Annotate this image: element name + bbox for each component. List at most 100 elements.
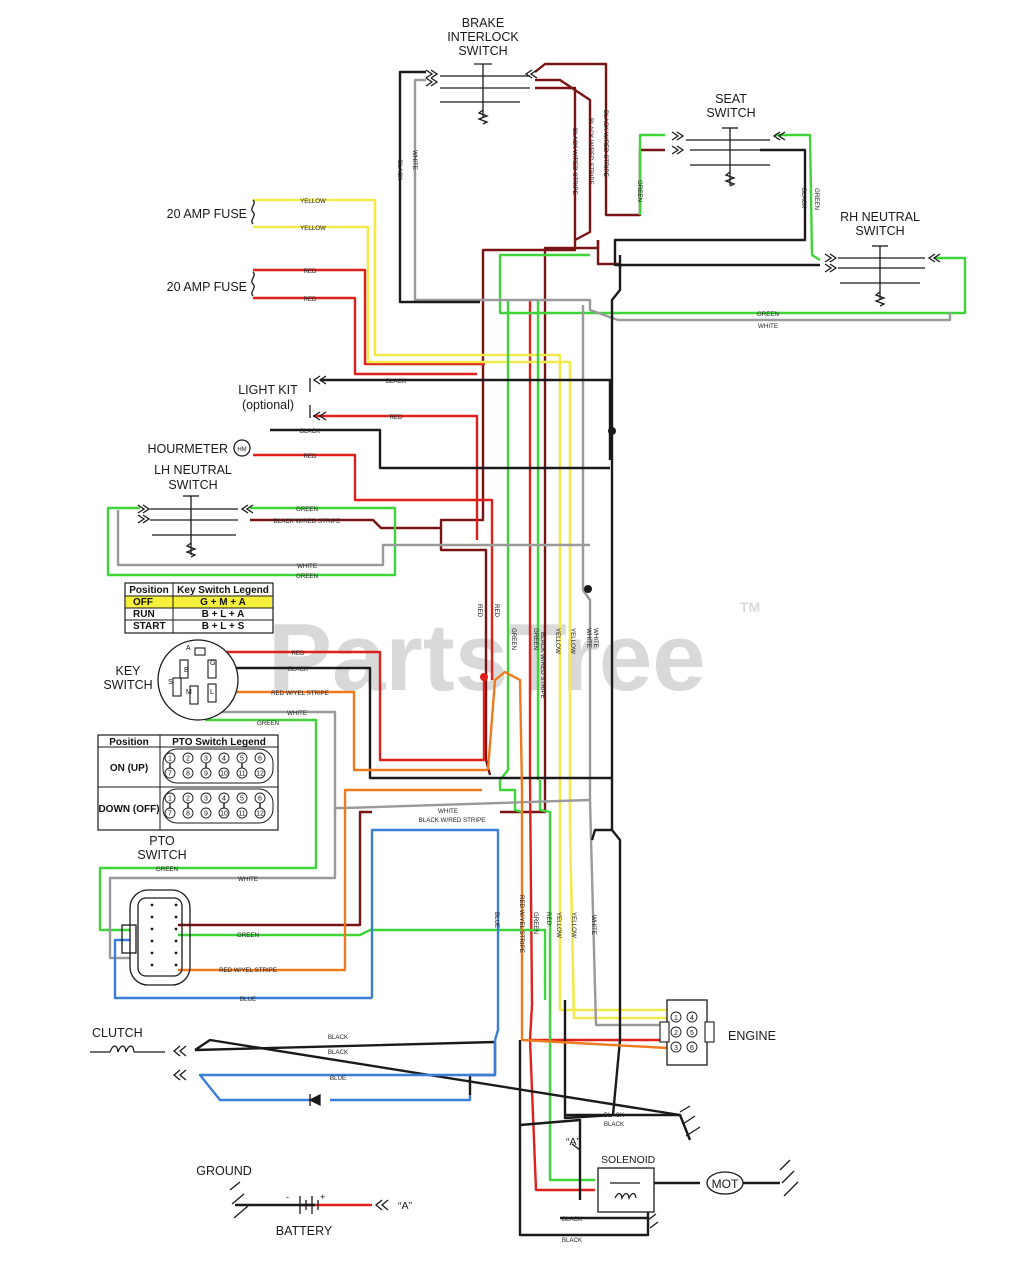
pto-pin-label: 5 (240, 756, 244, 763)
pto-pin-circle (236, 792, 248, 804)
lh-neutral-switch-symbol (137, 495, 254, 558)
pto-pin-label: 3 (204, 756, 208, 763)
key-term-g: G (210, 660, 215, 667)
pto-switch-legend: Position PTO Switch Legend ON (UP) DOWN … (97, 734, 279, 831)
watermark-tm: TM (740, 599, 760, 615)
wl-redyel-plug: RED W/YEL STRIPE (219, 967, 277, 974)
wl-blue-clutch: BLUE (330, 1075, 346, 1082)
rh-neutral-switch-symbol (824, 245, 941, 307)
wl-black-hm: BLACK (300, 428, 321, 435)
wl-v-yellow-b1: YELLOW (555, 912, 562, 938)
solenoid-label: SOLENOID (601, 1154, 656, 1166)
white-junction-dot (584, 585, 592, 593)
wl-white-key: WHITE (287, 710, 307, 717)
clutch-symbol (90, 1045, 187, 1081)
ground-symbol-top (679, 1105, 701, 1137)
engine-pin-1: 1 (674, 1015, 678, 1022)
pto-pin-label: 8 (186, 771, 190, 778)
wl-blackred-pto: BLACK W/RED STRIPE (419, 817, 486, 824)
pto-pin-circle (200, 792, 212, 804)
wl-v-green-m: GREEN (510, 628, 517, 650)
pto-pin-label: 6 (258, 796, 262, 803)
light-kit-symbol (309, 375, 327, 421)
wire-red (208, 268, 667, 1207)
wl-yellow-2: YELLOW (300, 225, 326, 232)
fuse1-label: 20 AMP FUSE (167, 207, 247, 221)
wl-green-lh2: GREEN (296, 573, 318, 580)
wl-v-white-b: WHITE (590, 915, 597, 935)
key-legend-r3c2: B + L + S (202, 621, 245, 632)
component-labels: BRAKE INTERLOCK SWITCH SEAT SWITCH RH NE… (92, 16, 920, 1238)
watermark: PartsTree TM (268, 599, 760, 711)
wl-green-key: GREEN (257, 720, 279, 727)
key-legend-h2: Key Switch Legend (177, 585, 269, 596)
lh-neutral-label-2: SWITCH (168, 478, 217, 492)
rh-neutral-label-1: RH NEUTRAL (840, 210, 920, 224)
key-switch-legend: Position Key Switch Legend OFF G + M + A… (124, 582, 274, 634)
wl-black-sol2: BLACK (562, 1237, 583, 1244)
wl-v-redyel-b: RED W/YEL STRIPE (518, 895, 525, 953)
hourmeter-label: HOURMETER (147, 442, 228, 456)
pto-pin-label: 11 (238, 771, 245, 778)
key-legend-r2c2: B + L + A (202, 609, 245, 620)
wl-v-red-m1: RED (476, 604, 483, 618)
wl-white-pto: WHITE (438, 808, 458, 815)
wl-v-yellow-m1: YELLOW (554, 628, 561, 654)
pto-legend-on: ON (UP) (110, 763, 148, 774)
wl-v-black-top: BLACK (396, 160, 403, 181)
key-switch-label-1: KEY (115, 664, 141, 678)
black-junction-dot (608, 427, 616, 435)
pto-legend-h2: PTO Switch Legend (172, 737, 266, 748)
wl-red-hm: RED (303, 453, 317, 460)
key-legend-r1c2: G + M + A (200, 597, 246, 608)
diode-symbol (308, 1093, 321, 1107)
wl-green-plug2: GREEN (237, 932, 259, 939)
engine-pin-5: 5 (690, 1030, 694, 1037)
pto-pin-label: 6 (258, 756, 262, 763)
ground-symbol-battery (229, 1181, 249, 1219)
wl-v-white-m1: WHITE (585, 628, 592, 648)
engine-pin-3: 3 (674, 1045, 678, 1052)
pto-pin-circle (182, 767, 194, 779)
pto-pin-circle (254, 767, 266, 779)
ground-symbol-motor (779, 1159, 799, 1197)
wl-red-light: RED (389, 414, 403, 421)
engine-label: ENGINE (728, 1029, 776, 1043)
pto-pin-label: 10 (220, 811, 228, 818)
pto-pin-label: 5 (240, 796, 244, 803)
switch-symbols (90, 63, 941, 1229)
wl-v-red-m2: RED (493, 604, 500, 618)
wl-white-plug: WHITE (238, 876, 258, 883)
pto-pin-label: 1 (168, 796, 172, 803)
pto-pin-label: 4 (222, 796, 226, 803)
pto-pin-label: 11 (238, 811, 245, 818)
light-kit-label-2: (optional) (242, 398, 294, 412)
fuse2-symbol (251, 271, 255, 297)
pto-pin-label: 2 (186, 756, 190, 763)
brake-label-3: SWITCH (458, 44, 507, 58)
wl-black-key: BLACK (288, 666, 309, 673)
battery-pos: + (320, 1192, 325, 1202)
wl-v-green-seat2: GREEN (813, 188, 820, 210)
solenoid-ref-label: “A” (566, 1136, 581, 1148)
pto-pin-label: 3 (204, 796, 208, 803)
pto-pin-label: 9 (204, 771, 208, 778)
motor-symbol (706, 1171, 744, 1195)
wl-v-yellow-m2: YELLOW (569, 628, 576, 654)
solenoid-symbol (571, 1143, 655, 1213)
wl-black-clutch1: BLACK (328, 1034, 349, 1041)
hourmeter-hm: HM (237, 447, 246, 453)
battery-ref-label: “A” (398, 1200, 413, 1212)
wl-red-key: RED (291, 650, 305, 657)
wl-blackred-lh: BLACK W/RED STRIPE (274, 518, 341, 525)
pto-pin-label: 12 (256, 771, 264, 778)
wl-v-br1: BLACK W/RED STRIPE (571, 128, 578, 195)
key-switch-symbol: A B G S L M (157, 639, 239, 721)
pto-pin-circle (236, 807, 248, 819)
wire-labels: YELLOW YELLOW RED RED BLACK RED BLACK RE… (156, 110, 820, 1244)
pto-pin-label: 4 (222, 756, 226, 763)
wl-black-gnd: BLACK (604, 1112, 625, 1119)
wire-black (194, 70, 820, 1237)
